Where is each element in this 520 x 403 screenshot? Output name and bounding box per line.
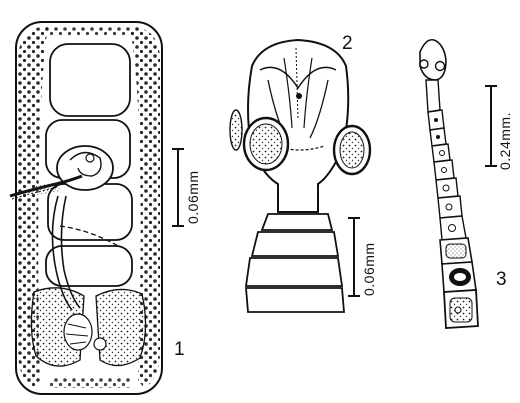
vitellaria-right [130, 26, 160, 388]
scale-label-3: 0.24mm. [497, 112, 513, 170]
sucker-far-left [229, 109, 243, 151]
figure-3-label: 3 [496, 269, 507, 290]
scale-label-2: 0.06mm [361, 242, 377, 296]
scale-label-1: 0.06mm [185, 170, 201, 224]
scale-bar-2 [348, 217, 360, 297]
scale-bar-3 [485, 85, 497, 167]
figure-2-scolex [229, 38, 372, 313]
ovary-right [95, 288, 147, 367]
figure-1-proglottid [9, 21, 163, 395]
figure-3-strobila [419, 38, 479, 329]
figure-2-label: 2 [342, 33, 353, 54]
scale-bar-1 [172, 148, 184, 227]
testis-1 [49, 43, 131, 117]
testis-3 [47, 183, 133, 241]
figure-1-label: 1 [174, 339, 185, 360]
vitellaria-left [18, 26, 48, 388]
testis-4 [45, 245, 133, 287]
